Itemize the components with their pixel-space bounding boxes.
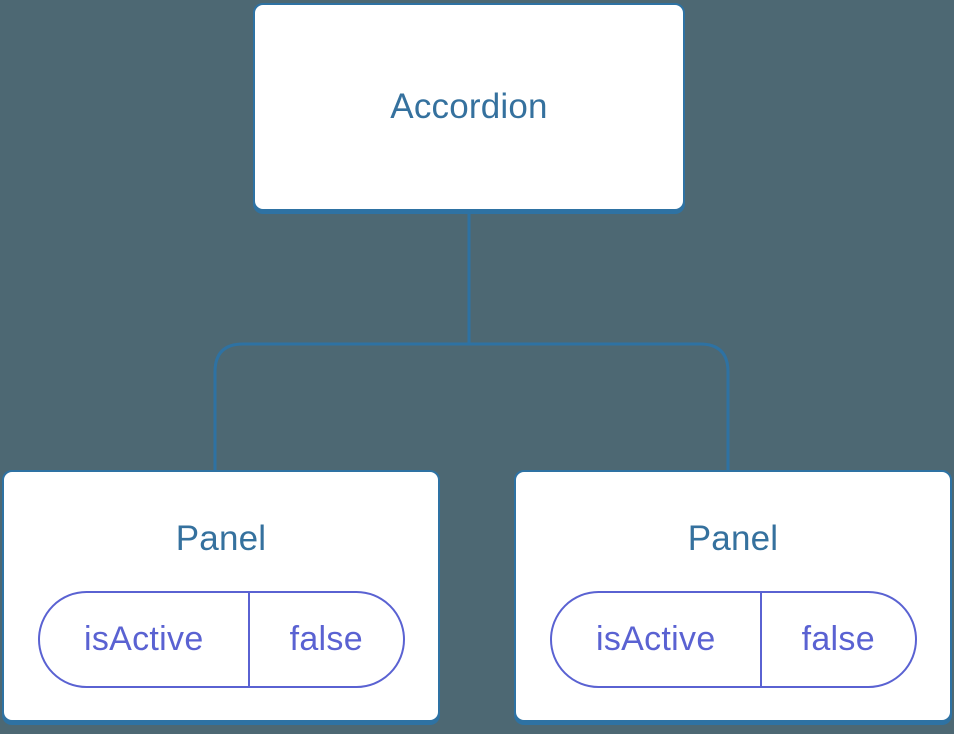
state-value-label: false: [801, 620, 875, 658]
node-panel-right: Panel isActive false: [514, 470, 952, 722]
state-value-label: false: [289, 620, 363, 658]
state-name-label: isActive: [40, 593, 251, 686]
node-panel-left-label: Panel: [175, 519, 267, 558]
node-panel-right-label: Panel: [687, 519, 779, 558]
state-pill-left: isActive false: [37, 591, 405, 688]
node-accordion: Accordion: [253, 3, 685, 211]
state-pill-right: isActive false: [549, 591, 917, 688]
node-accordion-label: Accordion: [390, 87, 548, 126]
state-name-label: isActive: [552, 593, 763, 686]
connector-bracket: [213, 342, 730, 470]
node-panel-left: Panel isActive false: [2, 470, 440, 722]
